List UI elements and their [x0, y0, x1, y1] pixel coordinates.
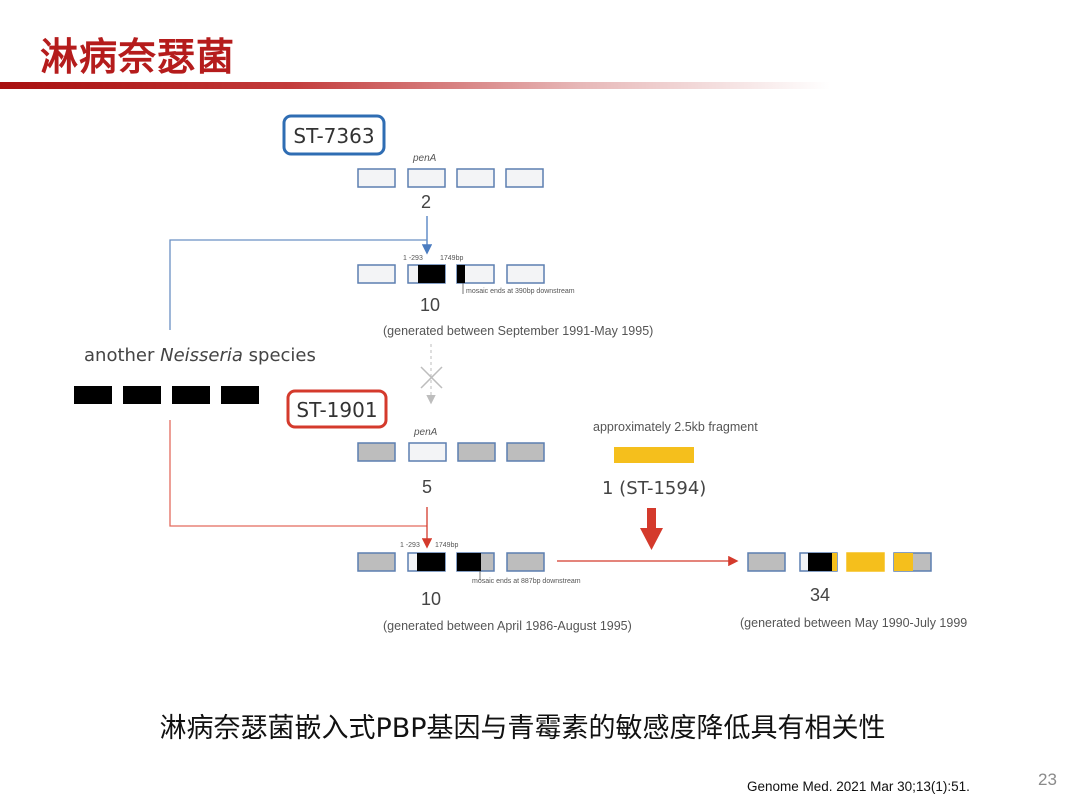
st7363-box — [282, 114, 386, 156]
other-species-genes — [74, 386, 259, 404]
title-underline — [0, 82, 830, 89]
pos-start-bottom: 1 -293 — [400, 542, 420, 549]
generated-bottom-left: (generated between April 1986-August 199… — [383, 619, 632, 633]
gene-box — [407, 168, 446, 188]
allele-10-bottom-label: 10 — [421, 589, 441, 609]
donor-gene — [221, 386, 259, 404]
slide-caption: 淋病奈瑟菌嵌入式PBP基因与青霉素的敏感度降低具有相关性 — [159, 713, 886, 744]
allele-10-top-label: 10 — [420, 295, 440, 315]
allele-34-genes — [747, 552, 932, 572]
gene-box — [457, 442, 496, 462]
mosaic-segment — [457, 265, 465, 283]
red-down-arrow — [640, 508, 663, 550]
allele-2-label: 2 — [421, 192, 431, 212]
gene-box — [456, 168, 495, 188]
allele-10-top-genes — [357, 264, 545, 284]
citation: Genome Med. 2021 Mar 30;13(1):51. — [747, 779, 970, 794]
allele-5-genes — [357, 442, 545, 462]
st7363-label: ST-7363 — [293, 124, 374, 148]
gene-box — [506, 552, 545, 572]
mosaic-segment — [808, 553, 832, 571]
donor-gene — [74, 386, 112, 404]
gene-box — [357, 168, 396, 188]
allele-2-genes — [357, 168, 544, 188]
cross-mark — [420, 366, 443, 389]
gene-box — [506, 264, 545, 284]
gene-box — [747, 552, 786, 572]
gene-box — [357, 442, 396, 462]
pos-end-top: 1749bp — [440, 255, 463, 262]
gene-box — [846, 552, 885, 572]
mosaic-note-top: mosaic ends at 390bp downstream — [466, 288, 575, 295]
mosaic-note-bottom: mosaic ends at 887bp downstream — [472, 578, 581, 585]
fragment-segment — [894, 553, 913, 571]
donor-gene — [123, 386, 161, 404]
donor-gene — [172, 386, 210, 404]
fragment-segment — [832, 553, 837, 571]
penA-mosaic-diagram: ST-7363 penA 2 1 -293 1749bp mosaic ends… — [74, 114, 967, 633]
red-transfer-line — [169, 420, 427, 527]
allele-34-label: 34 — [810, 585, 830, 605]
st1901-label: ST-1901 — [296, 398, 377, 422]
slide-title: 淋病奈瑟菌 — [40, 35, 236, 79]
gene-label-top: penA — [412, 153, 437, 164]
allele-5-label: 5 — [422, 477, 432, 497]
blue-transfer-line — [169, 239, 427, 330]
gene-box — [408, 442, 447, 462]
gene-box — [506, 442, 545, 462]
allele-1-label: 1 (ST-1594) — [602, 478, 706, 499]
pos-end-bottom: 1749bp — [435, 542, 458, 549]
generated-bottom-right: (generated between May 1990-July 1999 — [740, 616, 967, 630]
gene-box — [357, 264, 396, 284]
gene-label-mid: penA — [413, 427, 438, 438]
fragment-label: approximately 2.5kb fragment — [593, 420, 758, 434]
pos-start-top: 1 -293 — [403, 255, 423, 262]
gene-box — [357, 552, 396, 572]
mosaic-segment — [418, 265, 445, 283]
mosaic-segment — [417, 553, 445, 571]
fragment-bar — [614, 447, 694, 463]
generated-top: (generated between September 1991-May 19… — [383, 324, 653, 338]
st1901-box — [286, 389, 388, 429]
page-number: 23 — [1038, 770, 1057, 789]
mosaic-segment — [457, 553, 481, 571]
allele-10-bottom-genes — [357, 552, 545, 572]
gene-box — [505, 168, 544, 188]
other-species-label: another Neisseria species — [84, 345, 316, 366]
